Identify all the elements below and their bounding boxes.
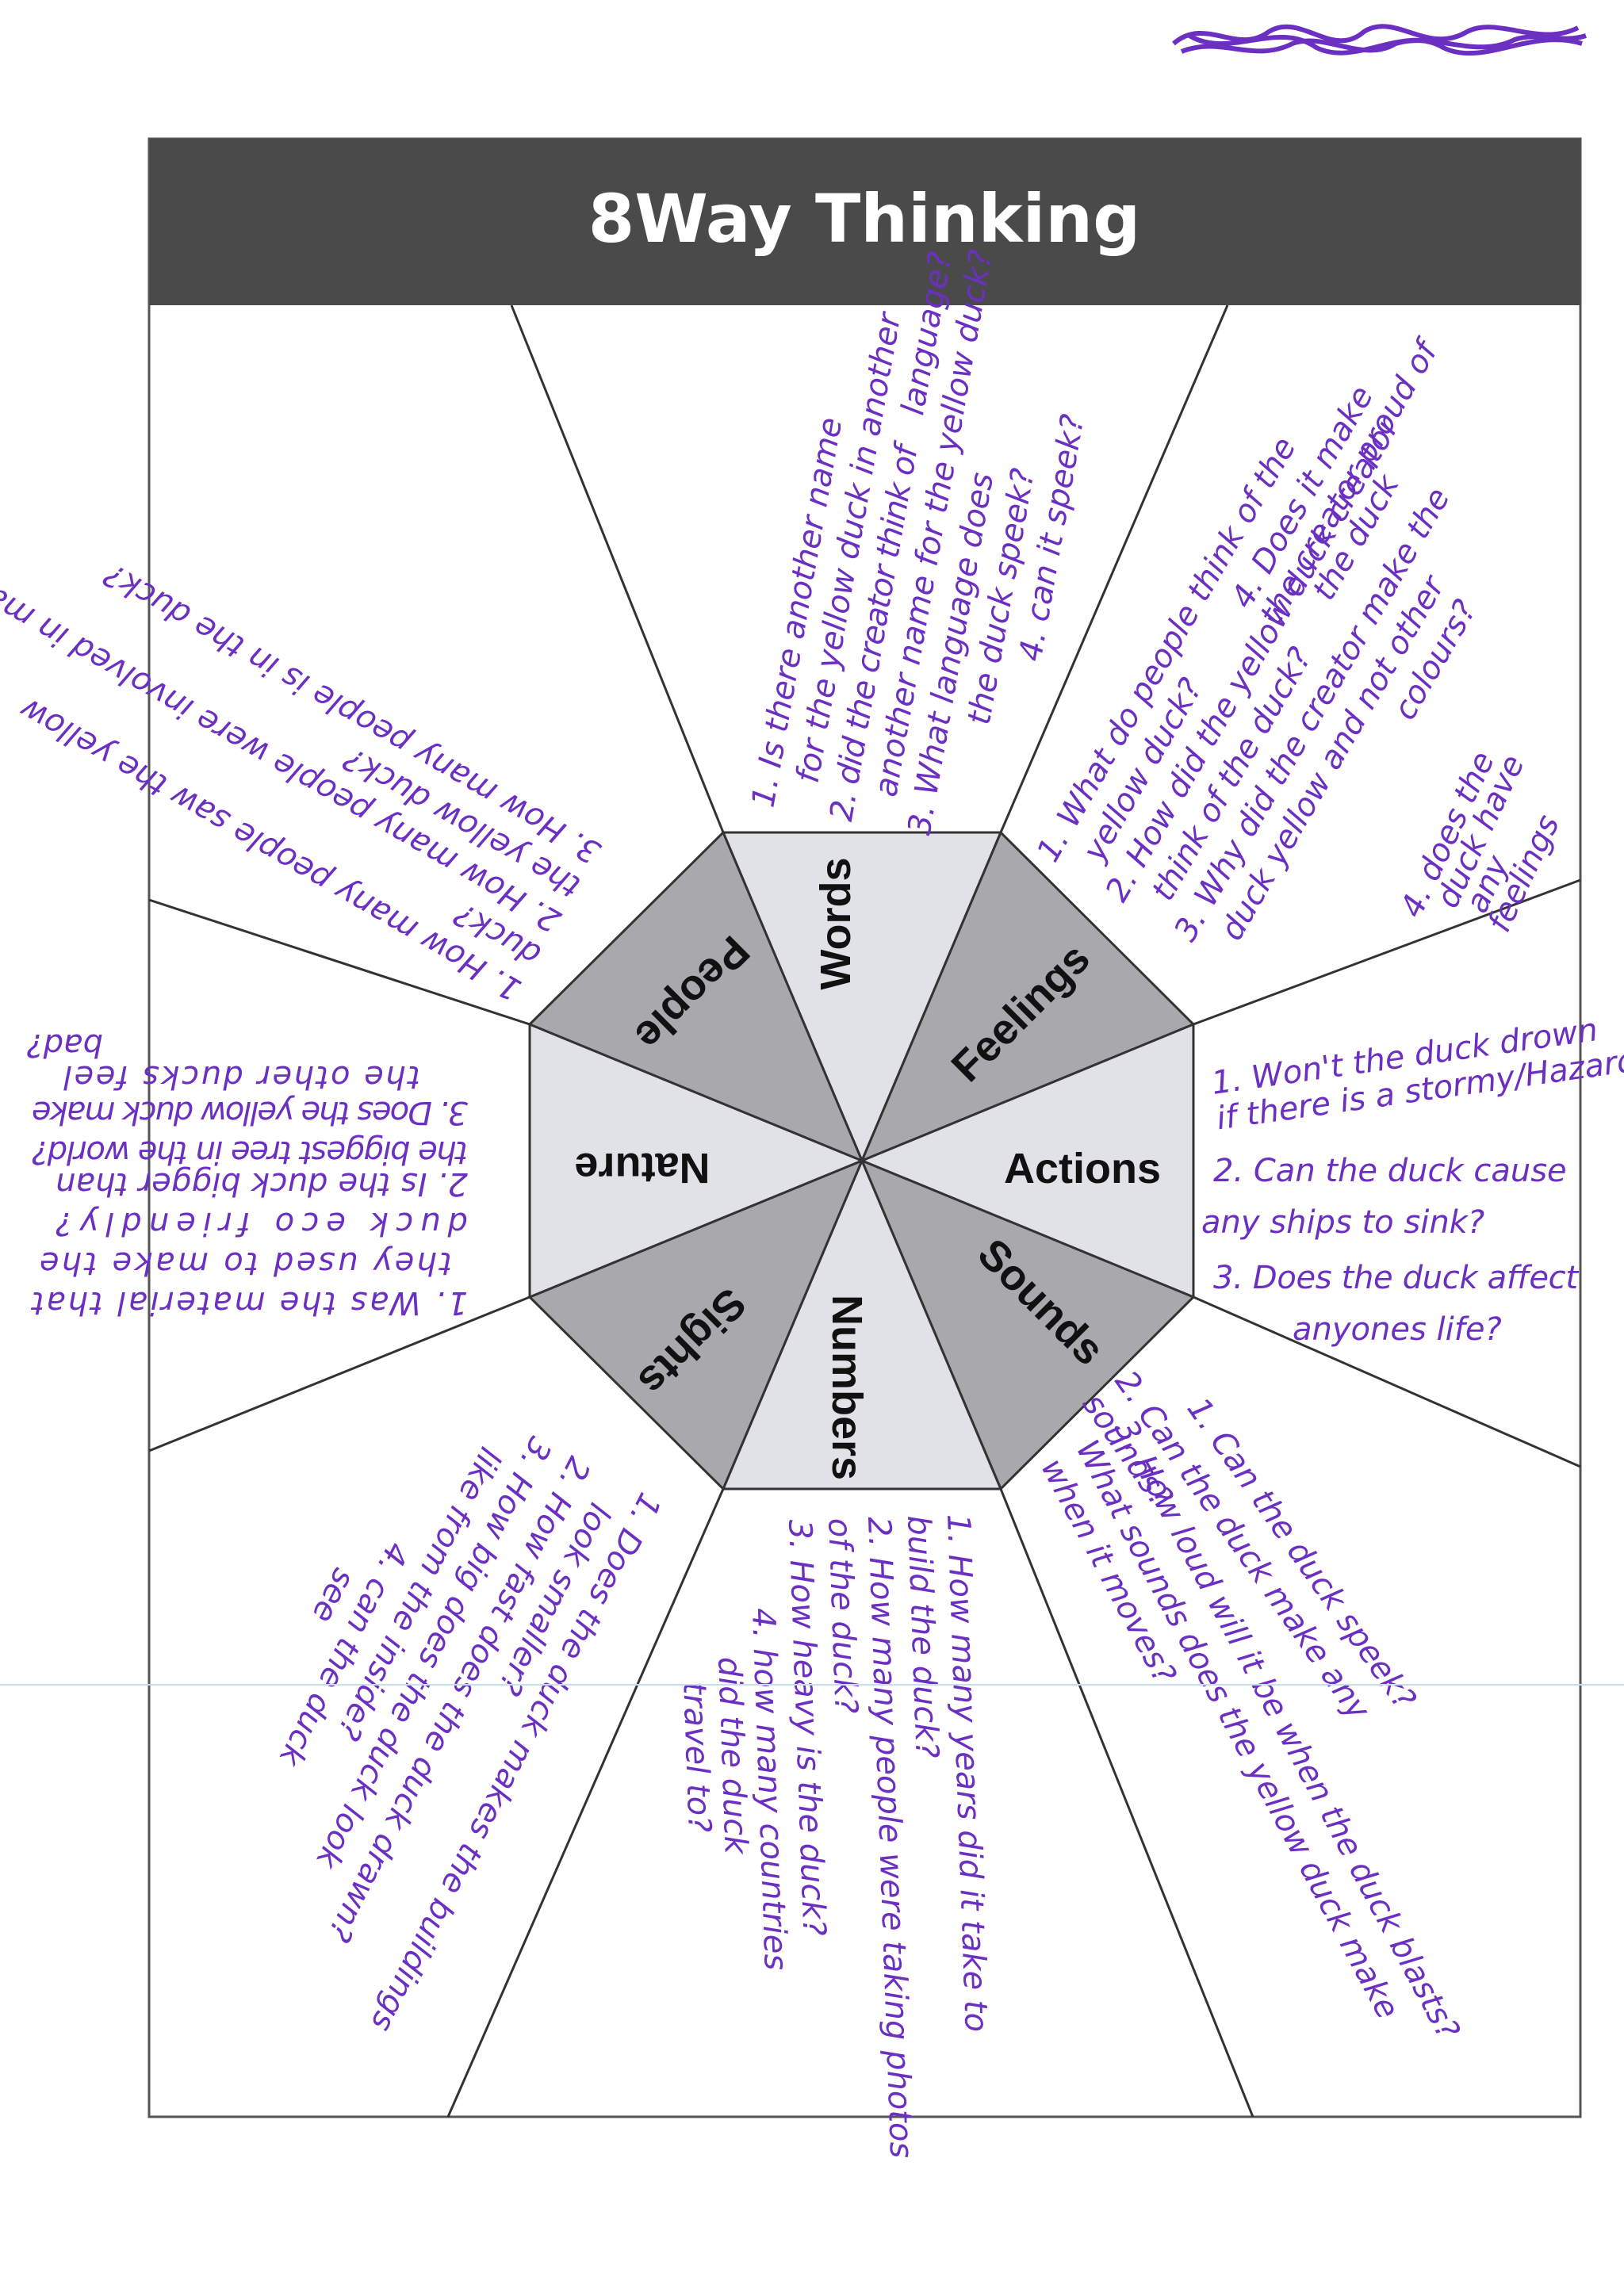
handwritten-line: 2. Can the duck cause (1213, 1153, 1567, 1189)
handwritten-line: the biggest tree in the world? (32, 1134, 468, 1170)
handwritten-line: did the duck (710, 1656, 754, 1856)
answers-actions-2: 2. Can the duck cause any ships to sink?… (1201, 1153, 1579, 1348)
handwritten-line: 1. Was the material that (31, 1284, 468, 1321)
label-words: Words (812, 857, 860, 989)
page-title: 8Way Thinking (588, 180, 1141, 258)
handwritten-line: any ships to sink? (1201, 1204, 1484, 1241)
handwritten-line: duck eco friendly? (56, 1205, 468, 1242)
answers-nature: 1. Was the material that they used to ma… (26, 1027, 468, 1321)
handwritten-line: the other ducks feel (63, 1058, 420, 1095)
label-actions: Actions (1004, 1145, 1161, 1192)
handwritten-line: 3. Does the duck affect (1213, 1260, 1579, 1296)
handwritten-line: 3. Does the yellow duck make (32, 1094, 468, 1131)
handwritten-line: build the duck? (900, 1514, 945, 1758)
handwritten-line: anyones life? (1293, 1311, 1502, 1348)
handwritten-line: bad? (26, 1027, 103, 1063)
radial-lines (148, 304, 1581, 2118)
name-scribble (1172, 24, 1587, 56)
octagon (527, 830, 1196, 1491)
handwritten-line: travel to? (676, 1681, 718, 1833)
segment-people (527, 830, 864, 1163)
title-bar (149, 139, 1580, 305)
handwritten-line: 2. Is the duck bigger than (56, 1165, 468, 1202)
label-nature: Nature (574, 1144, 710, 1192)
handwritten-line: of the duck? (821, 1517, 864, 1714)
label-numbers: Numbers (823, 1295, 871, 1480)
